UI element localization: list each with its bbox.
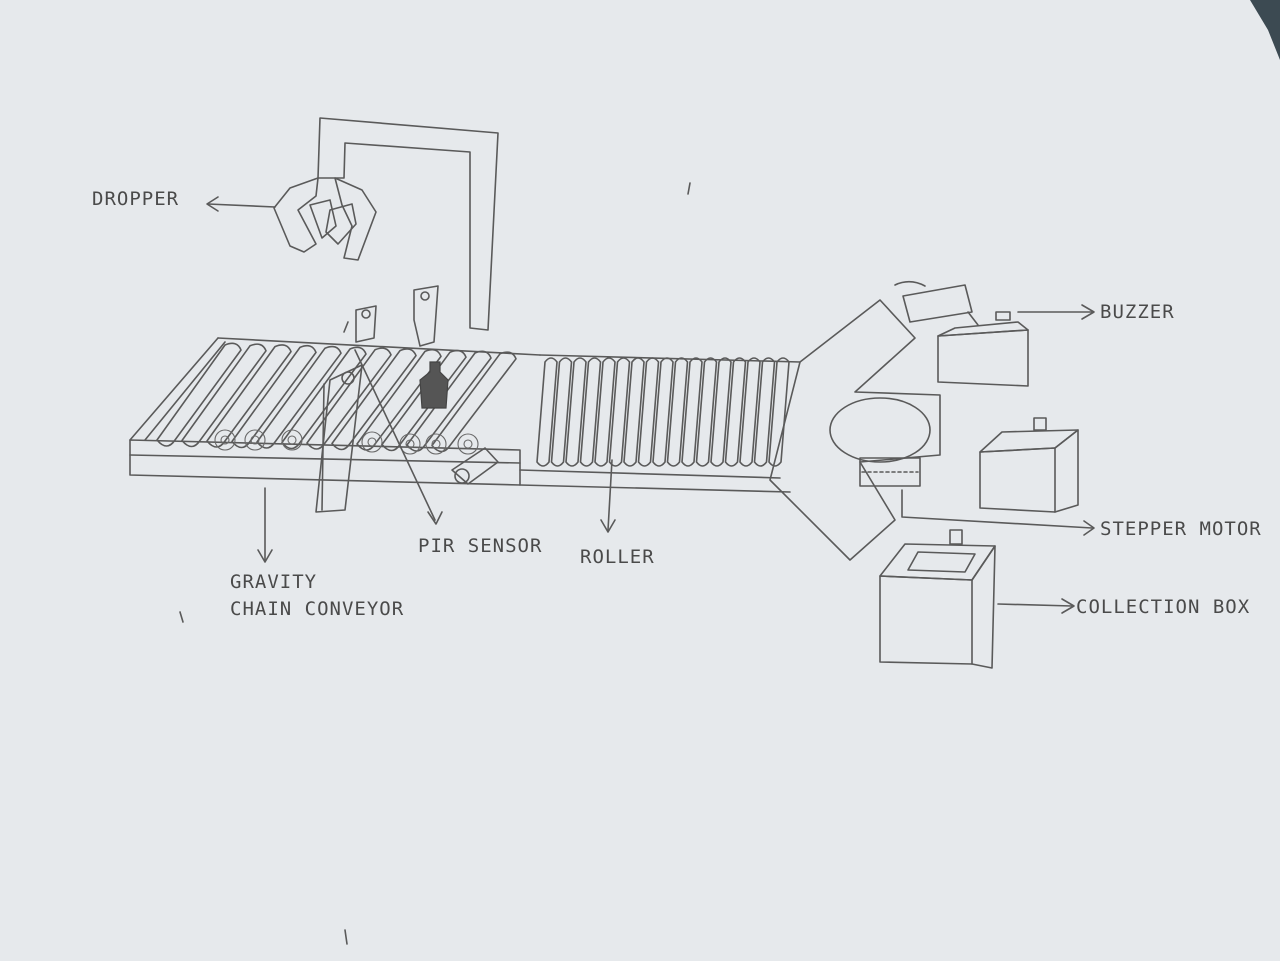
- roller-label: ROLLER: [580, 546, 655, 568]
- collection-box-label: COLLECTION BOX: [1076, 596, 1250, 618]
- gravity-conveyor-label-line2: CHAIN CONVEYOR: [230, 598, 404, 620]
- dropper-label: DROPPER: [92, 188, 179, 210]
- pir-sensor-label: PIR SENSOR: [418, 535, 542, 557]
- stepper-motor-label: STEPPER MOTOR: [1100, 518, 1262, 540]
- gravity-conveyor-label-line1: GRAVITY: [230, 571, 317, 593]
- buzzer-label: BUZZER: [1100, 301, 1175, 323]
